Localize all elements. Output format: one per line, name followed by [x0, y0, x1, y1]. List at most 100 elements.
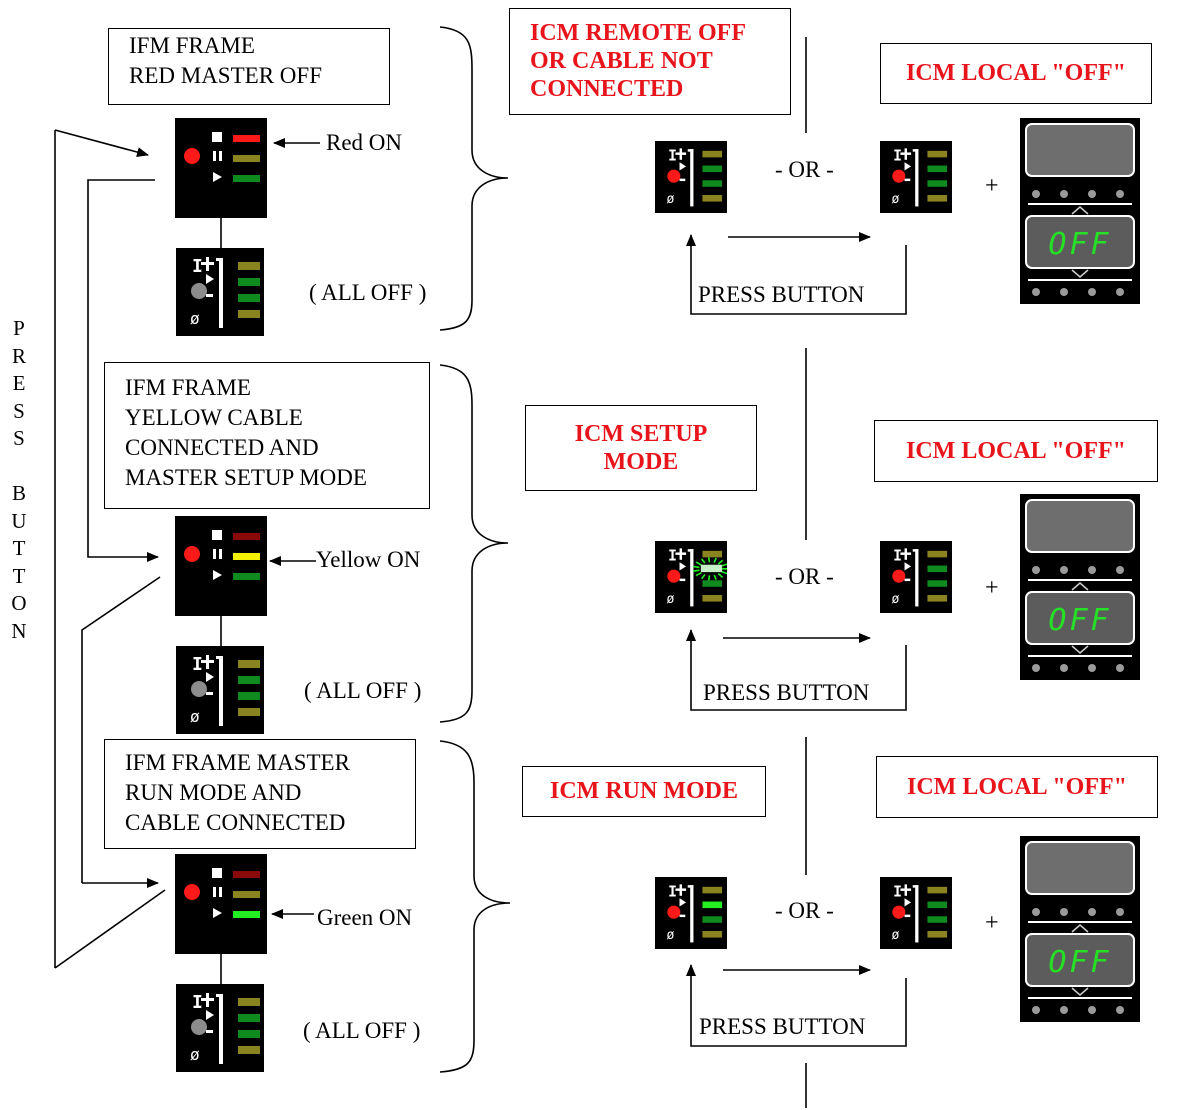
icm-status-panel-icon: Iø [880, 541, 952, 613]
svg-text:ø: ø [891, 928, 899, 943]
icm-local-box-3: ICM LOCAL "OFF" [876, 756, 1158, 818]
press-loop-2 [686, 629, 907, 711]
side-letter: B [11, 481, 26, 505]
svg-text:I: I [893, 548, 902, 565]
ifm-frame-box-2: IFM FRAME YELLOW CABLE CONNECTED AND MAS… [104, 362, 430, 509]
svg-text:I: I [668, 148, 677, 165]
or-label: - OR - [775, 564, 834, 589]
svg-text:I: I [893, 148, 902, 165]
icm-display-icon: OFF [1020, 494, 1140, 680]
side-letter: T [12, 536, 26, 560]
svg-text:I: I [668, 884, 677, 901]
ifm-line: CONNECTED AND [125, 435, 319, 460]
ifm-led-panel-icon [175, 516, 267, 616]
all-off-label: ( ALL OFF ) [303, 1018, 421, 1043]
ifm-line: YELLOW CABLE [125, 405, 303, 430]
icm-line: MODE [603, 449, 679, 475]
icm-status-panel-icon: Iø [655, 877, 727, 949]
ifm-line: MASTER SETUP MODE [125, 465, 367, 490]
yellow-on-label: Yellow ON [316, 547, 421, 572]
ifm-line: RUN MODE AND [125, 780, 302, 805]
green-on-label: Green ON [317, 905, 413, 930]
svg-text:ø: ø [891, 192, 899, 207]
svg-text:I: I [668, 548, 677, 565]
icm-local-label: ICM LOCAL "OFF" [906, 438, 1126, 464]
plus-sign: + [985, 910, 999, 936]
side-letter: R [11, 343, 26, 368]
svg-text:ø: ø [190, 707, 200, 726]
brace-2 [439, 364, 509, 723]
ifm-line: IFM FRAME [129, 33, 255, 58]
icm-local-label: ICM LOCAL "OFF" [907, 774, 1127, 800]
icm-status-panel-icon: Iø [880, 877, 952, 949]
svg-text:I: I [192, 654, 203, 675]
icm-local-label: ICM LOCAL "OFF" [906, 60, 1126, 86]
svg-text:I: I [192, 256, 203, 277]
ifm-all-off-panel-icon: Iø [176, 646, 264, 734]
icm-local-box-2: ICM LOCAL "OFF" [874, 420, 1158, 482]
icm-setup-box: ICM SETUP MODE [525, 405, 757, 491]
red-on-label: Red ON [326, 130, 403, 155]
icm-status-panel-icon: Iø [655, 141, 727, 213]
icm-status-panel-icon: Iø [655, 541, 727, 613]
ifm-frame-box-3: IFM FRAME MASTER RUN MODE AND CABLE CONN… [104, 739, 416, 849]
svg-text:OFF: OFF [1048, 603, 1111, 638]
svg-text:I: I [192, 992, 203, 1013]
svg-text:ø: ø [190, 309, 200, 328]
ifm-line: IFM FRAME [125, 375, 251, 400]
ifm-all-off-panel-icon: Iø [176, 248, 264, 336]
ifm-frame-box-1: IFM FRAME RED MASTER OFF [108, 28, 390, 105]
all-off-label: ( ALL OFF ) [304, 678, 422, 703]
press-button-label: PRESS BUTTON [703, 680, 870, 705]
loop-arrow-2 [87, 179, 159, 562]
side-letter: T [12, 563, 26, 588]
press-loop-3 [686, 964, 907, 1047]
ifm-line: IFM FRAME MASTER [125, 750, 350, 775]
plus-sign: + [985, 173, 999, 199]
icm-line: ICM REMOTE OFF [530, 20, 746, 46]
loop-arrow-1 [54, 129, 149, 157]
press-loop-1 [686, 234, 907, 315]
icm-local-box-1: ICM LOCAL "OFF" [880, 43, 1152, 104]
press-button-label: PRESS BUTTON [698, 282, 865, 307]
brace-1 [439, 26, 509, 331]
or-label: - OR - [775, 157, 834, 182]
svg-text:ø: ø [666, 192, 674, 207]
side-letter: N [11, 618, 27, 643]
plus-sign: + [985, 575, 999, 601]
icm-status-panel-icon: Iø [880, 141, 952, 213]
icm-line: ICM RUN MODE [550, 778, 738, 804]
svg-text:ø: ø [190, 1045, 200, 1064]
icm-line: CONNECTED [530, 76, 684, 102]
ifm-led-panel-icon [175, 854, 267, 954]
icm-line: OR CABLE NOT [530, 48, 713, 74]
icm-display-icon: OFF [1020, 836, 1140, 1022]
ifm-all-off-panel-icon: Iø [176, 984, 264, 1072]
brace-3 [439, 740, 511, 1073]
icm-run-box: ICM RUN MODE [522, 766, 766, 817]
side-letter: U [11, 508, 27, 533]
svg-text:ø: ø [891, 592, 899, 607]
svg-text:ø: ø [666, 592, 674, 607]
press-button-label: PRESS BUTTON [699, 1014, 866, 1039]
side-letter: S [13, 398, 25, 423]
side-letter: S [13, 426, 25, 450]
ifm-led-panel-icon [175, 118, 267, 218]
ifm-line: RED MASTER OFF [129, 63, 322, 88]
svg-text:ø: ø [666, 928, 674, 943]
side-letter: O [11, 591, 27, 615]
ifm-line: CABLE CONNECTED [125, 810, 346, 835]
svg-text:OFF: OFF [1048, 227, 1111, 262]
or-label: - OR - [775, 898, 834, 923]
all-off-label: ( ALL OFF ) [309, 280, 427, 305]
side-letter: P [13, 316, 25, 340]
svg-text:OFF: OFF [1048, 945, 1111, 980]
icm-remote-box: ICM REMOTE OFF OR CABLE NOT CONNECTED [509, 8, 791, 115]
icm-line: ICM SETUP [574, 421, 708, 447]
svg-text:I: I [893, 884, 902, 901]
icm-display-icon: OFF [1020, 118, 1140, 304]
side-letter: E [12, 371, 26, 395]
